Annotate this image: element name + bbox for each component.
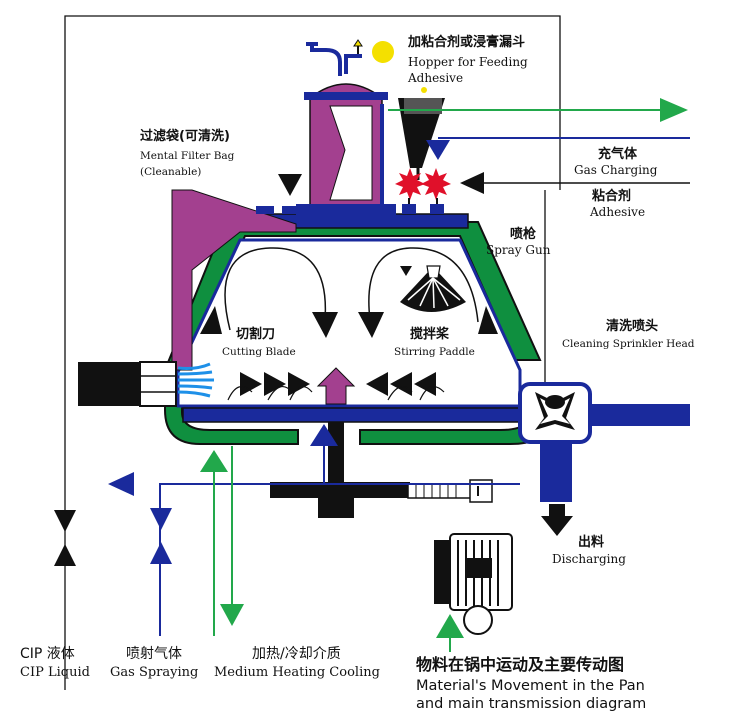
gas-charging-arrow — [426, 140, 450, 160]
cip-arrow-down — [54, 510, 76, 532]
gas-spraying-label-zh: 喷射气体 — [126, 646, 182, 662]
gas-spraying-valve-bottom — [150, 542, 172, 564]
spray-star-right — [421, 168, 451, 200]
filter-label-en-2: (Cleanable) — [140, 166, 202, 178]
cutting-blade-label-zh: 切割刀 — [236, 327, 276, 342]
filter-bag-window — [329, 105, 373, 201]
gas-spraying-line — [159, 483, 520, 636]
cip-frame-line — [64, 15, 561, 690]
filter-base-plate — [296, 204, 396, 216]
sprinkler-label-en: Cleaning Sprinkler Head — [562, 338, 695, 350]
filter-bag-top-rim — [304, 92, 388, 100]
transmission-coupling — [407, 479, 493, 503]
adhesive-label-en: Adhesive — [590, 205, 646, 219]
discharging-label-zh: 出料 — [578, 535, 605, 550]
cutting-blade-row — [240, 372, 436, 396]
cutting-nozzles — [177, 362, 214, 398]
hopper-label-zh: 加粘合剂或浸膏漏斗 — [408, 35, 526, 50]
discharge-arrow — [541, 504, 573, 536]
caption-zh: 物料在锅中运动及主要传动图 — [416, 655, 625, 674]
drive-shaft — [328, 422, 344, 484]
main-drive-motor — [434, 533, 513, 635]
cutting-blade-label-en: Cutting Blade — [222, 346, 296, 358]
material-flow-loop-left — [224, 247, 327, 331]
stirring-paddle-label-en: Stirring Paddle — [394, 346, 475, 358]
motor-green-arrow — [436, 614, 464, 638]
gas-charging-label-zh: 充气体 — [598, 147, 638, 162]
cip-arrow-up — [54, 544, 76, 566]
spray-gun-label-en: Spray Gun — [486, 243, 551, 257]
heating-label-zh: 加热/冷却介质 — [252, 646, 341, 662]
gas-spraying-inlet-arrow — [108, 472, 134, 496]
gas-charging-label-en: Gas Charging — [574, 163, 658, 177]
heating-arrow-out — [220, 604, 244, 626]
stirring-paddle-arrow — [316, 367, 356, 405]
discharging-label-en: Discharging — [552, 552, 626, 566]
filter-bag-arrow — [278, 174, 302, 196]
indicator-bulb — [372, 41, 394, 63]
material-flow-loop-right — [368, 247, 479, 323]
adhesive-feed-arrow — [460, 172, 484, 194]
adhesive-hopper — [398, 98, 445, 168]
heating-label-en: Medium Heating Cooling — [214, 665, 380, 680]
shaft-foot — [318, 498, 354, 518]
heating-arrow-in — [200, 450, 228, 472]
spray-star-left — [395, 168, 425, 200]
vent-pipe-right — [344, 54, 362, 74]
caption-en-2: and main transmission diagram — [416, 696, 647, 712]
spray-gun-fan — [400, 265, 466, 312]
caption-en-1: Material's Movement in the Pan — [416, 678, 645, 694]
vent-pipe — [310, 44, 342, 76]
drive-base-beam — [270, 482, 410, 498]
filter-label-zh: 过滤袋(可清洗) — [140, 129, 230, 144]
hopper-label-en-1: Hopper for Feeding — [408, 55, 528, 69]
gas-spraying-up-arrow — [310, 424, 338, 446]
discharge-valve — [518, 382, 690, 502]
adhesive-label-zh: 粘合剂 — [592, 189, 632, 204]
exhaust-arrow-head — [660, 98, 688, 122]
filter-label-en-1: Mental Filter Bag — [140, 150, 235, 162]
left-exhaust-duct — [171, 189, 297, 371]
gas-spraying-valve-top — [150, 508, 172, 530]
spray-gun-label-zh: 喷枪 — [510, 227, 537, 242]
cip-label-en: CIP Liquid — [20, 665, 90, 680]
cip-label-zh: CIP 液体 — [20, 646, 75, 662]
hopper-label-en-2: Adhesive — [408, 71, 464, 85]
cutting-blade-motor — [78, 362, 150, 406]
gas-spraying-label-en: Gas Spraying — [110, 665, 199, 680]
stirring-paddle-label-zh: 搅拌桨 — [410, 327, 450, 342]
sprinkler-label-zh: 清洗喷头 — [606, 319, 659, 334]
vessel-bottom-plate — [182, 407, 521, 423]
